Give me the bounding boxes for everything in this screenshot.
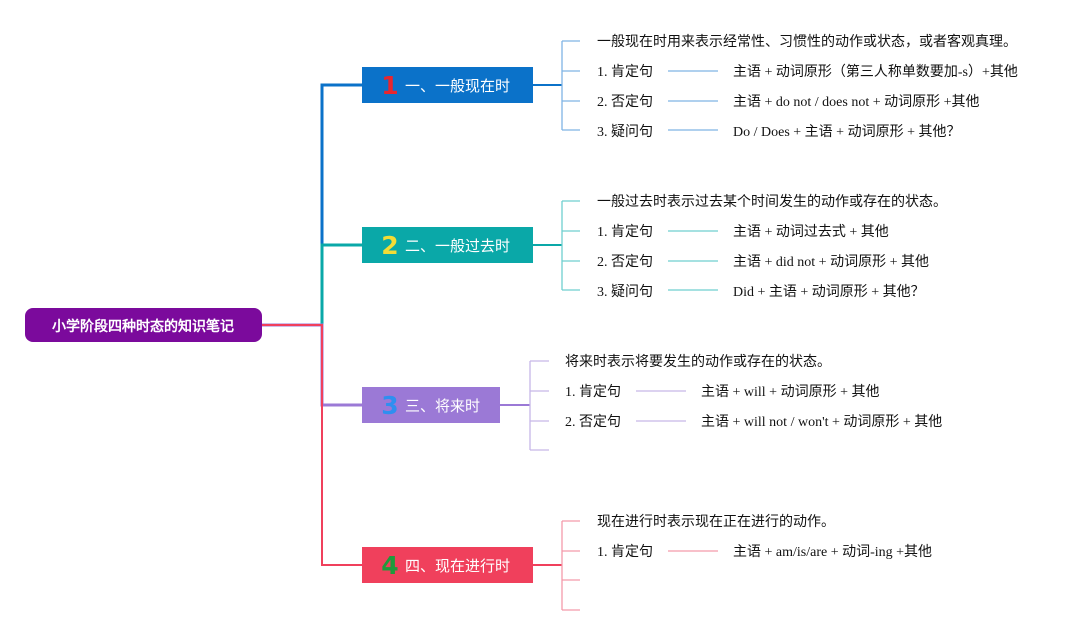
- row-type-2-1: 1. 肯定句: [597, 224, 653, 240]
- branch-number-1: 1: [381, 71, 398, 100]
- branch-2-bracket: [561, 200, 580, 291]
- branch-3: 3 三、将来时 将来时表示将要发生的动作或存在的状态。 1. 肯定句 主语 + …: [362, 354, 942, 451]
- connector-branch-2: [262, 243, 362, 327]
- root-node-box: [25, 308, 262, 342]
- branch-4-bracket: [561, 520, 580, 611]
- branch-number-3: 3: [381, 391, 398, 420]
- branch-number-2: 2: [381, 231, 398, 260]
- branch-1-bracket: [561, 40, 580, 131]
- description-2: 一般过去时表示过去某个时间发生的动作或存在的状态。: [597, 194, 947, 210]
- root-node[interactable]: 小学阶段四种时态的知识笔记: [25, 308, 262, 342]
- row-formula-3-1: 主语 + will + 动词原形 + 其他: [701, 384, 879, 400]
- connector-branch-3: [262, 323, 362, 407]
- branch-2: 2 二、一般过去时 一般过去时表示过去某个时间发生的动作或存在的状态。 1. 肯…: [362, 194, 947, 300]
- branch-number-4: 4: [381, 551, 398, 580]
- row-type-1-3: 3. 疑问句: [597, 124, 653, 140]
- row-type-3-2: 2. 否定句: [565, 414, 621, 430]
- row-formula-3-2: 主语 + will not / won't + 动词原形 + 其他: [701, 414, 942, 430]
- description-3: 将来时表示将要发生的动作或存在的状态。: [565, 354, 831, 370]
- connector-branch-1: [262, 83, 362, 327]
- branch-node-3[interactable]: [362, 387, 500, 423]
- connector-branch-4: [262, 324, 362, 566]
- row-type-3-1: 1. 肯定句: [565, 384, 621, 400]
- branch-label-2: 二、一般过去时: [405, 237, 510, 255]
- row-formula-2-2: 主语 + did not + 动词原形 + 其他: [733, 254, 929, 270]
- description-4: 现在进行时表示现在正在进行的动作。: [597, 514, 835, 530]
- main-connectors: [262, 83, 362, 566]
- branch-node-1[interactable]: [362, 67, 533, 103]
- row-type-2-2: 2. 否定句: [597, 254, 653, 270]
- row-formula-4-1: 主语 + am/is/are + 动词-ing +其他: [733, 544, 932, 560]
- root-node-label: 小学阶段四种时态的知识笔记: [52, 318, 234, 335]
- description-1: 一般现在时用来表示经常性、习惯性的动作或状态，或者客观真理。: [597, 33, 1017, 50]
- row-type-1-2: 2. 否定句: [597, 94, 653, 110]
- branch-1: 1 一、一般现在时 一般现在时用来表示经常性、习惯性的动作或状态，或者客观真理。…: [362, 33, 1018, 140]
- branch-label-1: 一、一般现在时: [405, 77, 510, 95]
- branch-node-2[interactable]: [362, 227, 533, 263]
- branch-node-4[interactable]: [362, 547, 533, 583]
- row-formula-1-2: 主语 + do not / does not + 动词原形 +其他: [733, 94, 980, 110]
- row-formula-1-3: Do / Does + 主语 + 动词原形 + 其他？: [733, 124, 960, 140]
- row-formula-1-1: 主语 + 动词原形（第三人称单数要加-s）+其他: [733, 63, 1018, 80]
- row-formula-2-3: Did + 主语 + 动词原形 + 其他？: [733, 284, 925, 300]
- row-type-4-1: 1. 肯定句: [597, 544, 653, 560]
- row-formula-2-1: 主语 + 动词过去式 + 其他: [733, 224, 889, 240]
- row-type-1-1: 1. 肯定句: [597, 64, 653, 80]
- row-type-2-3: 3. 疑问句: [597, 284, 653, 300]
- branch-label-4: 四、现在进行时: [405, 557, 510, 575]
- branch-label-3: 三、将来时: [405, 397, 480, 415]
- branch-3-bracket: [529, 360, 549, 451]
- branch-4: 4 四、现在进行时 现在进行时表示现在正在进行的动作。 1. 肯定句 主语 + …: [362, 514, 932, 611]
